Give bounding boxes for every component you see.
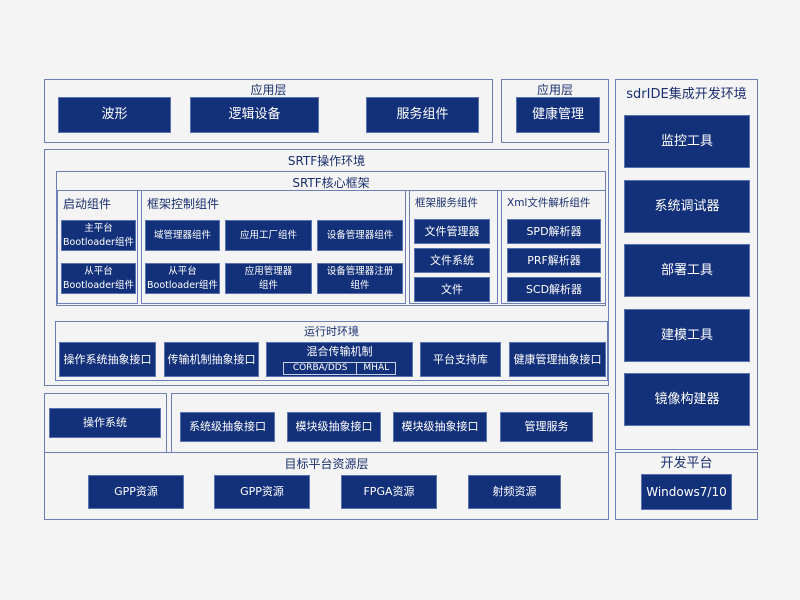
domain-manager-button[interactable]: 域管理器组件 [145, 220, 220, 251]
dev-platform-panel: 开发平台 [615, 452, 758, 520]
app-manager-button[interactable]: 应用管理器组件 [225, 263, 312, 294]
image-builder-button[interactable]: 镜像构建器 [624, 373, 750, 426]
gpp-resource-button-1[interactable]: GPP资源 [88, 475, 184, 509]
label: 设备管理器注册 [326, 265, 394, 277]
corba-dds-label: CORBA/DDS [292, 363, 348, 373]
os-abstraction-button[interactable]: 操作系统抽象接口 [59, 342, 156, 377]
control-title: 框架控制组件 [147, 197, 220, 211]
rf-resource-button[interactable]: 射频资源 [468, 475, 561, 509]
label: 组件 [350, 279, 370, 291]
boot-title: 启动组件 [63, 197, 112, 211]
target-title: 目标平台资源层 [284, 457, 369, 471]
xml-title: Xml文件解析组件 [507, 197, 591, 209]
boot-components: 启动组件 [57, 190, 138, 304]
label: 从平台 [168, 265, 197, 277]
app-factory-button[interactable]: 应用工厂组件 [225, 220, 312, 251]
service-title: 框架服务组件 [415, 197, 478, 209]
file-system-button[interactable]: 文件系统 [414, 248, 490, 273]
platform-support-button[interactable]: 平台支持库 [420, 342, 501, 377]
health-abstraction-button[interactable]: 健康管理抽象接口 [509, 342, 606, 377]
fpga-resource-button[interactable]: FPGA资源 [341, 475, 437, 509]
file-button[interactable]: 文件 [414, 277, 490, 302]
file-manager-button[interactable]: 文件管理器 [414, 219, 490, 244]
scd-parser-button[interactable]: SCD解析器 [507, 277, 601, 302]
deploy-tool-button[interactable]: 部署工具 [624, 244, 750, 297]
hybrid-transport-button[interactable]: 混合传输机制 CORBA/DDS MHAL [266, 342, 413, 377]
label: 组件 [258, 279, 278, 291]
label: 域管理器组件 [153, 229, 211, 241]
waveform-button[interactable]: 波形 [58, 97, 171, 133]
system-debugger-button[interactable]: 系统调试器 [624, 180, 750, 233]
service-component-button[interactable]: 服务组件 [366, 97, 479, 133]
control-components: 框架控制组件 [141, 190, 406, 304]
srtf-title: SRTF操作环境 [287, 154, 366, 168]
label: 混合传输机制 [306, 345, 373, 358]
runtime-environment: 运行时环境 [55, 321, 608, 381]
gpp-resource-button-2[interactable]: GPP资源 [214, 475, 310, 509]
label: Bootloader组件 [63, 279, 134, 291]
os-button[interactable]: 操作系统 [49, 408, 161, 438]
app-layer-title: 应用层 [250, 83, 287, 97]
slave-bootloader-button[interactable]: 从平台 Bootloader组件 [61, 263, 136, 294]
target-resource-layer: 目标平台资源层 [44, 452, 609, 520]
device-manager-register-button[interactable]: 设备管理器注册组件 [317, 263, 403, 294]
module-interface-button-2[interactable]: 模块级抽象接口 [393, 412, 487, 442]
service-components: 框架服务组件 [409, 190, 498, 304]
label: 主平台 [84, 222, 113, 234]
system-interface-button[interactable]: 系统级抽象接口 [180, 412, 275, 442]
ide-panel: sdrIDE集成开发环境 [615, 79, 758, 450]
transport-abstraction-button[interactable]: 传输机制抽象接口 [164, 342, 259, 377]
monitor-tool-button[interactable]: 监控工具 [624, 115, 750, 168]
xml-components: Xml文件解析组件 [501, 190, 606, 304]
label: Bootloader组件 [63, 236, 134, 248]
srtf-core-title: SRTF核心框架 [292, 176, 370, 190]
management-service-button[interactable]: 管理服务 [500, 412, 593, 442]
health-management-button[interactable]: 健康管理 [516, 97, 600, 133]
app-layer: 应用层 [44, 79, 493, 143]
label: 应用管理器 [244, 265, 293, 277]
app-layer-2-title: 应用层 [536, 83, 573, 97]
windows-button[interactable]: Windows7/10 [641, 474, 732, 510]
main-bootloader-button[interactable]: 主平台 Bootloader组件 [61, 220, 136, 251]
dev-platform-title: 开发平台 [660, 456, 713, 471]
mhal-label: MHAL [356, 363, 395, 374]
app-layer-2: 应用层 [501, 79, 609, 143]
runtime-title: 运行时环境 [304, 325, 359, 338]
srtf-environment: SRTF操作环境 [44, 149, 609, 386]
modeling-tool-button[interactable]: 建模工具 [624, 309, 750, 362]
label: 设备管理器组件 [326, 229, 394, 241]
prf-parser-button[interactable]: PRF解析器 [507, 248, 601, 273]
ide-title: sdrIDE集成开发环境 [626, 87, 747, 102]
module-interface-button-1[interactable]: 模块级抽象接口 [287, 412, 381, 442]
label: 应用工厂组件 [239, 229, 297, 241]
device-manager-button[interactable]: 设备管理器组件 [317, 220, 403, 251]
label: Bootloader组件 [147, 279, 218, 291]
logic-device-button[interactable]: 逻辑设备 [190, 97, 319, 133]
label: 从平台 [84, 265, 113, 277]
spd-parser-button[interactable]: SPD解析器 [507, 219, 601, 244]
slave-bootloader-ctrl-button[interactable]: 从平台 Bootloader组件 [145, 263, 220, 294]
hybrid-sub-box: CORBA/DDS MHAL [282, 362, 397, 375]
